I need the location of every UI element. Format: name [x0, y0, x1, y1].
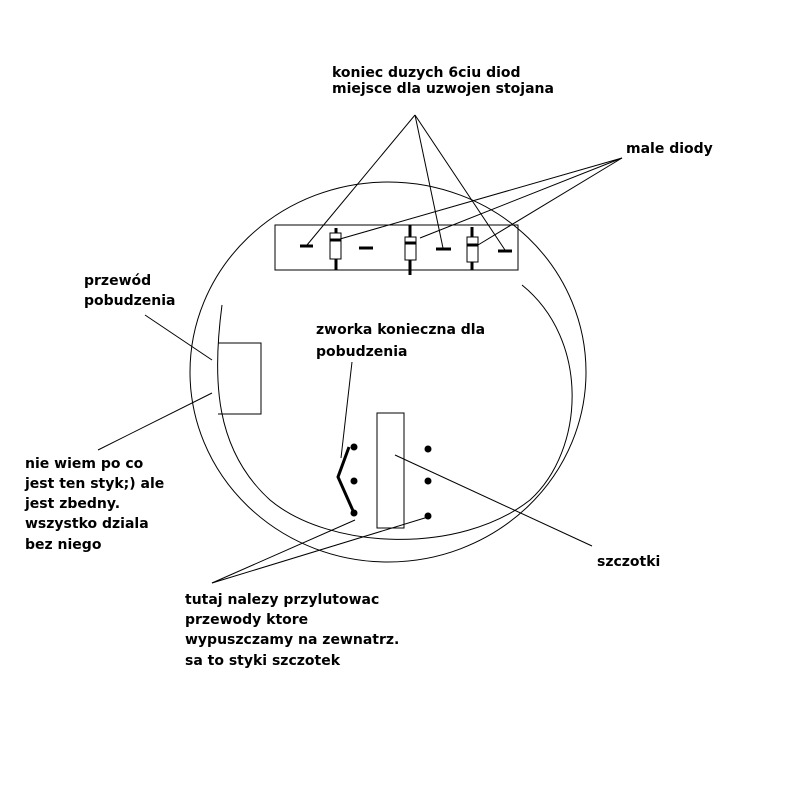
label-excitation-2: pobudzenia	[84, 293, 176, 309]
label-solder-1: tutaj nalezy przylutowac	[185, 592, 379, 608]
label-brushes: szczotki	[597, 554, 660, 570]
label-jumper-1: zworka konieczna dla	[316, 322, 485, 338]
housing-circle	[189, 181, 587, 563]
label-unneeded-3: jest zbedny.	[24, 496, 120, 512]
label-solder-4: sa to styki szczotek	[185, 653, 341, 669]
label-unneeded-2: jest ten styk;) ale	[24, 476, 164, 492]
label-unneeded-4: wszystko dziala	[25, 516, 149, 532]
label-small-diodes: male diody	[626, 141, 713, 157]
label-unneeded-5: bez niego	[25, 537, 102, 553]
label-unneeded-1: nie wiem po co	[25, 456, 144, 472]
small-diode	[404, 225, 417, 275]
label-excitation-1: przewód	[84, 273, 151, 289]
excitation-contact	[218, 342, 262, 415]
small-diode	[329, 228, 342, 270]
label-solder-2: przewody ktore	[185, 612, 308, 628]
jumper-wire	[336, 446, 356, 514]
small-diode	[466, 227, 479, 270]
label-solder-3: wypuszczamy na zewnatrz.	[185, 632, 399, 648]
brush-contacts	[350, 443, 432, 520]
brush-holder	[376, 412, 405, 529]
inner-wire	[217, 284, 573, 540]
label-diodes-top-2: miejsce dla uzwojen stojana	[332, 81, 554, 97]
diode-board	[274, 224, 519, 275]
label-diodes-top-1: koniec duzych 6ciu diod	[332, 65, 521, 81]
label-jumper-2: pobudzenia	[316, 344, 408, 360]
